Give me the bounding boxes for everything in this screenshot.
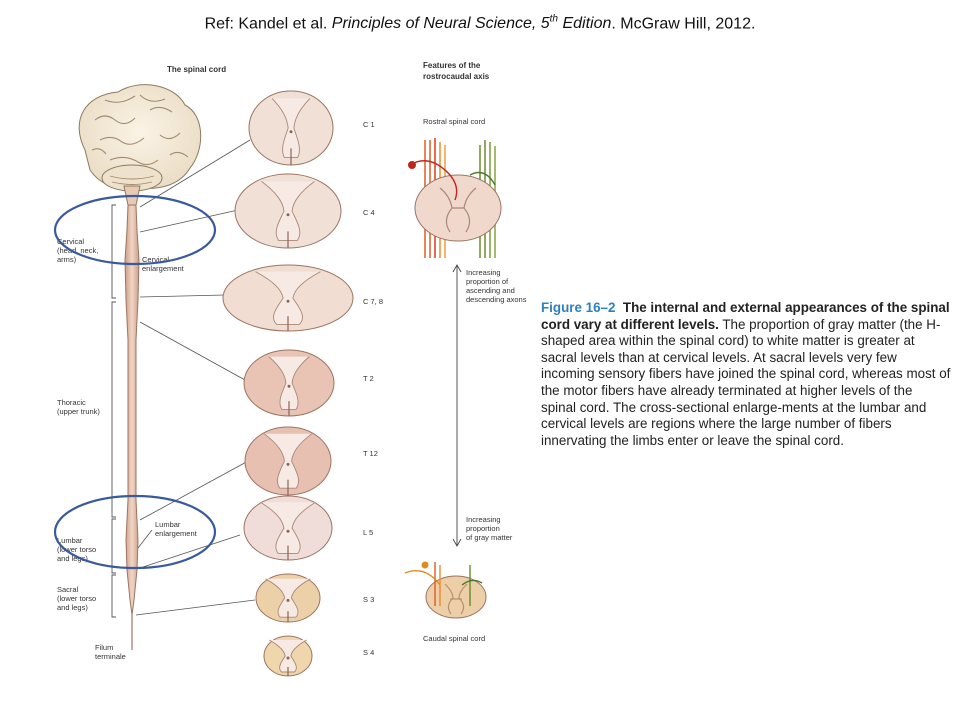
figure-caption: Figure 16–2 The internal and external ap… xyxy=(541,300,951,449)
caption-figure-label: Figure 16–2 xyxy=(541,300,616,315)
rostral-cord-illustration xyxy=(408,138,502,258)
label-rostral-cord: Rostral spinal cord xyxy=(423,117,485,126)
heading-features-1: Features of the xyxy=(423,61,481,70)
level-label: T 12 xyxy=(363,449,378,458)
label-lumbar-enlargement: Lumbar enlargement xyxy=(155,520,198,538)
region-filum-terminale: Filum terminale xyxy=(95,643,126,661)
level-label: S 3 xyxy=(363,595,374,604)
region-cervical: Cervical (head, neck, arms) xyxy=(57,237,100,264)
region-sacral: Sacral (lower torso and legs) xyxy=(57,585,98,612)
label-caudal-cord: Caudal spinal cord xyxy=(423,634,485,643)
caption-bold-text: The internal and external appearances of… xyxy=(541,300,950,332)
heading-spinal-cord: The spinal cord xyxy=(167,65,226,74)
ref-title: Principles of Neural Science, 5th Editio… xyxy=(331,14,612,33)
pointer-lines xyxy=(135,139,256,616)
level-label: C 1 xyxy=(363,120,375,129)
ref-prefix: Ref: Kandel et al. xyxy=(204,15,332,33)
level-label: S 4 xyxy=(363,648,374,657)
cervical-highlight-circle xyxy=(53,194,217,266)
ref-publisher: . McGraw Hill, 2012. xyxy=(611,15,756,33)
cross-section-c-4 xyxy=(234,173,342,249)
level-label: C 7, 8 xyxy=(363,297,383,306)
label-cervical-enlargement: Cervical enlargement xyxy=(142,255,185,273)
cross-section-l-5 xyxy=(243,495,333,561)
label-increasing-gray: Increasing proportion of gray matter xyxy=(466,515,513,542)
region-lumbar: Lumbar (lower torso and legs) xyxy=(57,536,98,563)
label-increasing-axons: Increasing proportion of ascending and d… xyxy=(466,268,527,304)
cross-section-t-2 xyxy=(243,349,335,417)
heading-features-2: rostrocaudal axis xyxy=(423,72,490,81)
brain-illustration xyxy=(78,84,202,206)
cross-section-t-12 xyxy=(244,426,332,496)
cross-section-s-4 xyxy=(263,635,313,677)
caudal-cord-illustration xyxy=(404,561,487,619)
lumbar-highlight-circle xyxy=(53,494,217,570)
axis-arrow xyxy=(452,264,462,547)
level-label: C 4 xyxy=(363,208,375,217)
cross-sections xyxy=(222,90,354,677)
level-labels: C 1 C 4 C 7, 8 T 2 T 12 L 5 S 3 S 4 xyxy=(363,120,383,657)
cross-section-s-3 xyxy=(255,573,321,623)
cross-section-c-7-8 xyxy=(222,264,354,332)
spinal-cord-illustration xyxy=(124,204,140,650)
reference-citation: Ref: Kandel et al. Principles of Neural … xyxy=(0,14,960,33)
level-label: L 5 xyxy=(363,528,373,537)
region-brackets xyxy=(111,204,116,618)
cross-section-c-1 xyxy=(248,90,334,166)
level-label: T 2 xyxy=(363,374,374,383)
caption-body: The proportion of gray matter (the H-sha… xyxy=(541,316,951,448)
region-thoracic: Thoracic (upper trunk) xyxy=(57,398,100,416)
